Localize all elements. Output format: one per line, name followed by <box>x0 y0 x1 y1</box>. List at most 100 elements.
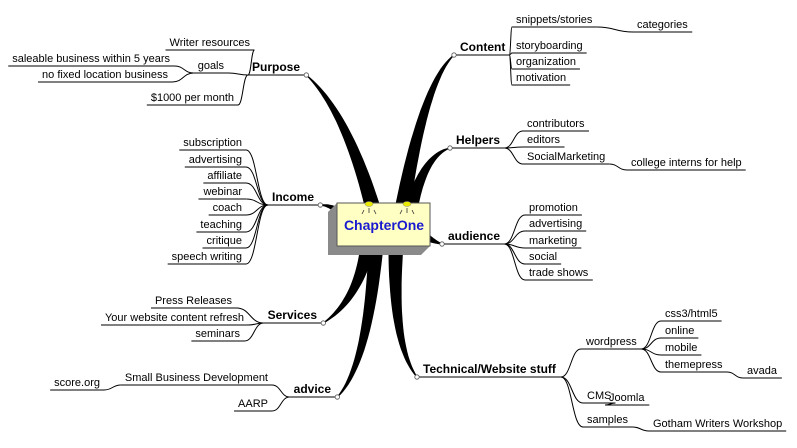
subtopic-tp[interactable]: themepress <box>665 359 723 371</box>
subtopic-wr[interactable]: Writer resources <box>170 37 251 49</box>
connector-line <box>504 214 526 245</box>
subtopic-goals[interactable]: goals <box>198 60 225 72</box>
subtopic-in7[interactable]: speech writing <box>172 251 242 263</box>
subtopic-au0[interactable]: promotion <box>529 202 578 214</box>
connector-lines <box>8 26 787 432</box>
subtopic-in3[interactable]: webinar <box>202 186 242 198</box>
main-topic-services[interactable]: Services <box>268 308 318 322</box>
central-topic-label: ChapterOne <box>344 217 424 233</box>
topic-node-icon[interactable] <box>414 374 420 380</box>
subtopic-aarp[interactable]: AARP <box>238 398 268 410</box>
subtopic-editors[interactable]: editors <box>527 134 561 146</box>
connector-line <box>560 376 584 428</box>
connector-line <box>245 204 269 265</box>
subtopic-social[interactable]: SocialMarketing <box>527 151 605 163</box>
main-topic-audience[interactable]: audience <box>448 229 500 243</box>
subtopic-au1[interactable]: advertising <box>529 218 582 230</box>
connector-line <box>103 384 121 391</box>
topic-node-icon[interactable] <box>320 320 326 326</box>
subtopic-c0[interactable]: storyboarding <box>516 40 583 52</box>
connector-line <box>172 72 194 83</box>
connector-line <box>641 337 662 350</box>
connector-line <box>508 26 513 56</box>
main-topic-tech[interactable]: Technical/Website stuff <box>423 362 557 376</box>
subtopic-in6[interactable]: critique <box>207 235 242 247</box>
subtopic-wp[interactable]: wordpress <box>585 336 637 348</box>
central-topic[interactable]: ChapterOne <box>328 201 431 256</box>
subtopic-in5[interactable]: teaching <box>200 219 242 231</box>
connector-line <box>609 163 628 171</box>
subtopic-sale[interactable]: saleable business within 5 years <box>12 53 170 65</box>
connector-line <box>504 230 526 245</box>
branch-tech <box>388 244 418 378</box>
subtopic-joomla[interactable]: Joomla <box>609 392 645 404</box>
topic-node-icon[interactable] <box>317 202 323 208</box>
subtopic-c2[interactable]: motivation <box>516 72 566 84</box>
connector-line <box>237 74 249 106</box>
main-topic-income[interactable]: Income <box>272 190 314 204</box>
subtopic-cat[interactable]: categories <box>637 19 688 31</box>
subtopic-in1[interactable]: advertising <box>189 154 242 166</box>
topic-node-icon[interactable] <box>303 72 309 78</box>
subtopic-samples[interactable]: samples <box>587 414 628 426</box>
subtopic-sv0[interactable]: Press Releases <box>155 295 233 307</box>
connector-line <box>504 147 524 165</box>
main-topic-advice[interactable]: advice <box>294 382 332 396</box>
topic-node-icon[interactable] <box>334 394 340 400</box>
branch-content <box>395 54 455 207</box>
connector-line <box>632 426 650 432</box>
subtopic-k1000[interactable]: $1000 per month <box>151 92 234 104</box>
central-topic-box[interactable] <box>336 202 431 247</box>
connector-line <box>271 396 290 412</box>
connector-line <box>726 371 744 379</box>
subtopic-in0[interactable]: subscription <box>183 137 242 149</box>
subtopic-snip[interactable]: snippets/stories <box>516 14 593 26</box>
subtopic-wp1[interactable]: online <box>665 325 694 337</box>
main-topic-purpose[interactable]: Purpose <box>252 60 300 74</box>
subtopic-wp2[interactable]: mobile <box>665 342 697 354</box>
subtopic-avada[interactable]: avada <box>747 365 778 377</box>
subtopic-sv1[interactable]: Your website content refresh <box>105 312 244 324</box>
topic-node-icon[interactable] <box>439 241 445 247</box>
connector-line <box>604 402 616 406</box>
connector-line <box>641 320 662 350</box>
connector-line <box>560 376 584 404</box>
subtopic-nofix[interactable]: no fixed location business <box>42 69 168 81</box>
subtopic-au4[interactable]: trade shows <box>529 267 589 279</box>
connector-line <box>228 72 248 76</box>
subtopic-contrib[interactable]: contributors <box>527 118 585 130</box>
subtopic-cms[interactable]: CMS <box>587 390 611 402</box>
subtopic-au2[interactable]: marketing <box>529 235 577 247</box>
subtopic-gotham[interactable]: Gotham Writers Workshop <box>653 418 782 430</box>
connector-line <box>245 166 269 206</box>
connector-line <box>174 65 194 74</box>
topic-node-icon[interactable] <box>451 52 457 58</box>
branch-purpose <box>306 74 380 208</box>
connector-line <box>247 49 255 76</box>
light-bulb-icon <box>361 201 377 215</box>
main-topic-helpers[interactable]: Helpers <box>456 133 500 147</box>
connector-line <box>245 149 269 206</box>
connector-line <box>560 348 582 378</box>
topic-node-icon[interactable] <box>447 145 453 151</box>
subtopic-au3[interactable]: social <box>529 251 557 263</box>
connector-line <box>641 348 662 373</box>
central-topic-shadow <box>328 203 430 255</box>
subtopic-score[interactable]: score.org <box>54 377 100 389</box>
main-topic-content[interactable]: Content <box>460 40 505 54</box>
subtopic-c1[interactable]: organization <box>516 56 576 68</box>
connector-line <box>508 54 513 86</box>
subtopic-sbd[interactable]: Small Business Development <box>125 372 268 384</box>
connector-line <box>244 322 264 342</box>
connector-line <box>504 243 526 281</box>
subtopic-in4[interactable]: coach <box>213 202 242 214</box>
subtopic-wp0[interactable]: css3/html5 <box>665 308 718 320</box>
subtopic-sv2[interactable]: seminars <box>195 328 240 340</box>
subtopic-in2[interactable]: affiliate <box>207 170 242 182</box>
light-bulb-icon <box>399 201 415 215</box>
connector-line <box>596 26 634 33</box>
subtopic-interns[interactable]: college interns for help <box>631 157 742 169</box>
branch-advice <box>337 244 384 398</box>
